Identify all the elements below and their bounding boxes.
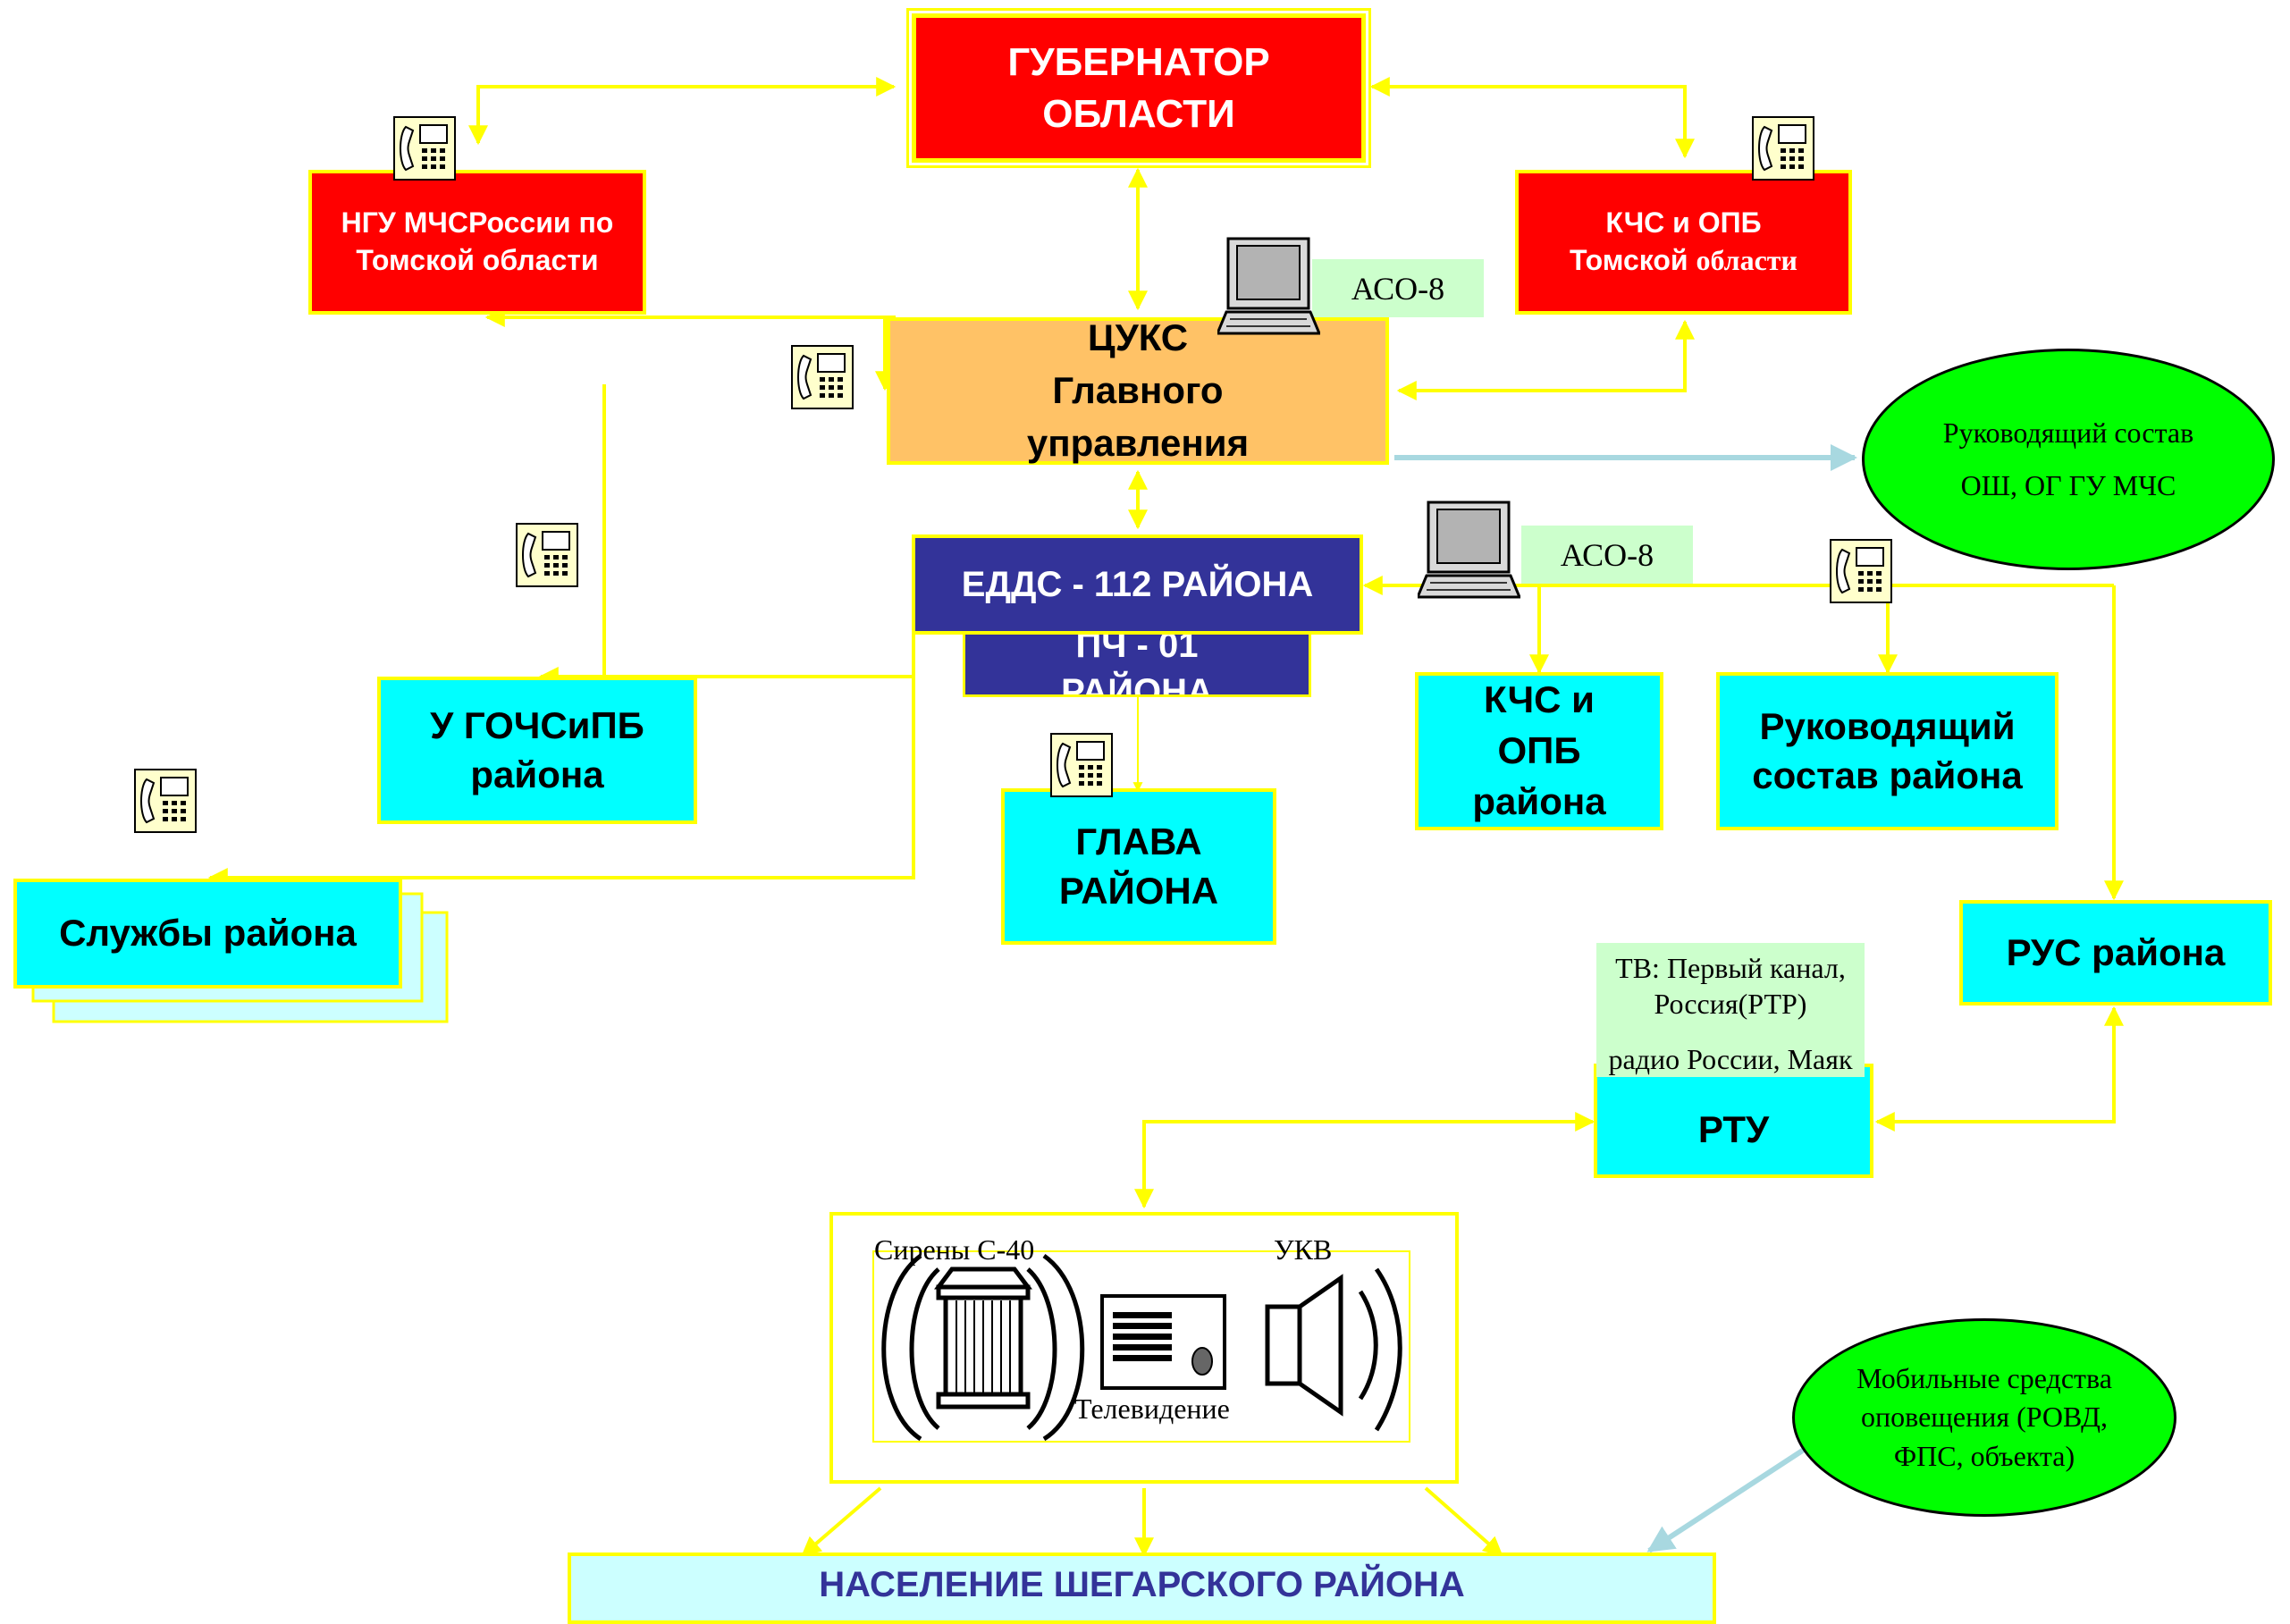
- ngu-line-2: Томской области: [356, 244, 599, 276]
- u-gochs-box: У ГОЧСиПБ района: [377, 677, 697, 824]
- governor-line-2: ОБЛАСТИ: [1042, 91, 1235, 136]
- kchs-district-line-2: ОПБ: [1497, 729, 1581, 772]
- sirens-label: Сирены С-40: [874, 1233, 1035, 1266]
- rukovod-district-line-2: состав района: [1752, 753, 2023, 796]
- governor-box: ГУБЕРНАТОР ОБЛАСТИ: [906, 8, 1371, 168]
- loudspeaker-icon: [1265, 1267, 1402, 1432]
- mobile-line-1: Мобильные средства: [1856, 1362, 2112, 1395]
- kchs-region-line-2a: Томской: [1570, 244, 1696, 276]
- telephone-icon: [1830, 539, 1892, 603]
- ngu-line-1: НГУ МЧСРоссии по: [341, 206, 614, 240]
- u-gochs-line-1: У ГОЧСиПБ: [430, 703, 644, 746]
- kchs-region-box: КЧС и ОПБ Томской области: [1515, 170, 1852, 315]
- glava-line-2: РАЙОНА: [1058, 869, 1219, 912]
- rus-box: РУС района: [1959, 900, 2272, 1006]
- television-icon: [1100, 1294, 1226, 1390]
- rus-label: РУС района: [2006, 930, 2226, 973]
- mobile-line-2: оповещения (РОВД,: [1861, 1401, 2108, 1434]
- tsuks-box: ЦУКС Главного управления: [887, 316, 1389, 465]
- glava-line-1: ГЛАВА: [1075, 820, 1202, 862]
- aso-note-top: АСО-8: [1312, 259, 1484, 317]
- siren-icon: [881, 1253, 1085, 1442]
- glava-box: ГЛАВА РАЙОНА: [1001, 788, 1276, 945]
- computer-icon: [1418, 501, 1520, 599]
- telephone-icon: [516, 523, 578, 587]
- aso-mid-label: АСО-8: [1560, 536, 1654, 573]
- edds-label: ЕДДС - 112 РАЙОНА: [961, 565, 1314, 604]
- tsuks-line-1: ЦУКС: [1087, 316, 1189, 359]
- u-gochs-line-2: района: [470, 753, 604, 795]
- telephone-icon: [1050, 733, 1113, 797]
- kchs-region-line-1: КЧС и ОПБ: [1605, 206, 1762, 240]
- leadership-oval: Руководящий состав ОШ, ОГ ГУ МЧС: [1862, 349, 2275, 570]
- telephone-icon: [791, 345, 854, 409]
- tsuks-line-3: управления: [1026, 421, 1250, 464]
- leadership-line-1: Руководящий состав: [1942, 417, 2194, 449]
- tv-label: Телевидение: [1074, 1393, 1230, 1425]
- computer-icon: [1217, 237, 1320, 335]
- services-box: Службы района: [13, 879, 402, 989]
- kchs-district-box: КЧС и ОПБ района: [1415, 672, 1663, 830]
- mobile-oval: Мобильные средства оповещения (РОВД, ФПС…: [1792, 1318, 2176, 1517]
- aso-note-mid: АСО-8: [1521, 526, 1693, 584]
- kchs-district-line-3: района: [1472, 779, 1606, 822]
- tv-note: ТВ: Первый канал, Россия(РТР) радио Росс…: [1596, 943, 1865, 1077]
- population-box: НАСЕЛЕНИЕ ШЕГАРСКОГО РАЙОНА: [568, 1552, 1716, 1624]
- governor-line-1: ГУБЕРНАТОР: [1007, 40, 1270, 85]
- leadership-line-2: ОШ, ОГ ГУ МЧС: [1960, 469, 2176, 501]
- services-label: Службы района: [59, 912, 357, 955]
- telephone-icon: [1752, 116, 1814, 181]
- tv-note-line-2: Россия(РТР): [1654, 988, 1807, 1020]
- population-label: НАСЕЛЕНИЕ ШЕГАРСКОГО РАЙОНА: [819, 1565, 1465, 1604]
- rtu-label: РТУ: [1697, 1107, 1770, 1150]
- pch-line-2: РАЙОНА: [1061, 672, 1213, 697]
- telephone-icon: [134, 769, 197, 833]
- edds-box: ЕДДС - 112 РАЙОНА: [912, 534, 1363, 635]
- aso-top-label: АСО-8: [1351, 270, 1445, 307]
- mobile-line-3: ФПС, объекта): [1893, 1439, 2075, 1472]
- tsuks-line-2: Главного: [1052, 369, 1224, 412]
- tv-note-line-1: ТВ: Первый канал,: [1615, 952, 1846, 984]
- ukv-label: УКВ: [1274, 1233, 1333, 1266]
- ngu-box: НГУ МЧСРоссии по Томской области: [308, 170, 646, 315]
- rukovod-district-line-1: Руководящий: [1759, 704, 2016, 747]
- radio-note-line: радио России, Маяк: [1608, 1043, 1853, 1075]
- rtu-box: РТУ: [1594, 1064, 1873, 1178]
- telephone-icon: [393, 116, 456, 181]
- kchs-district-line-1: КЧС и: [1483, 678, 1595, 721]
- kchs-region-line-2b: области: [1696, 244, 1797, 276]
- rukovod-district-box: Руководящий состав района: [1716, 672, 2058, 830]
